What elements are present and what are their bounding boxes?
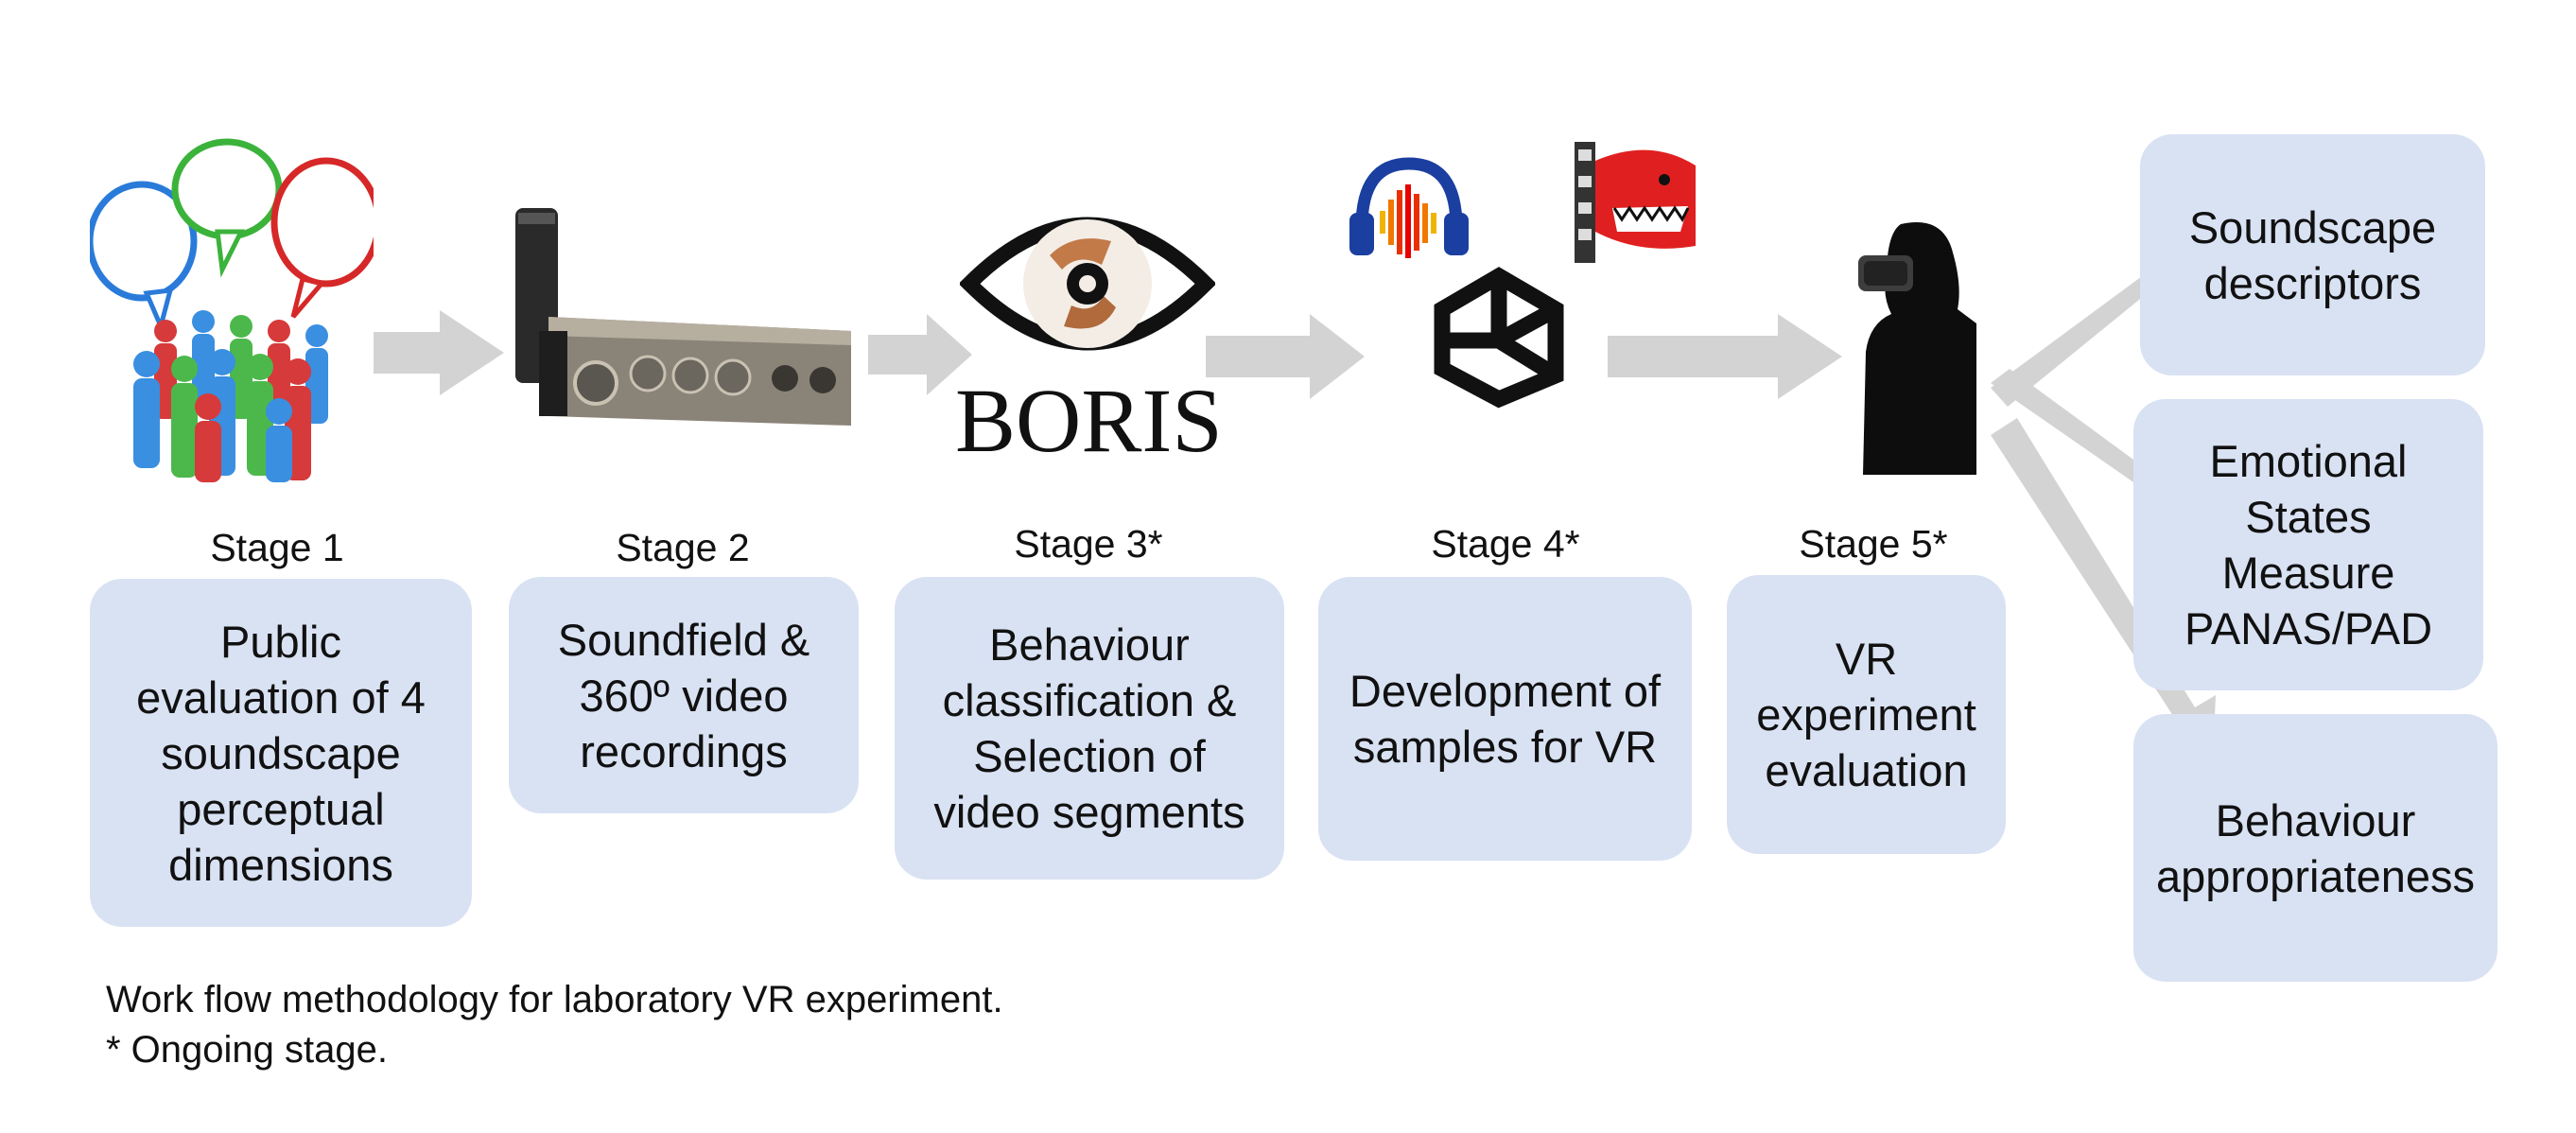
audacity-headphones-icon	[1349, 157, 1469, 258]
output-2-line-2: States	[2245, 492, 2372, 542]
stage-4-line-1: Development of	[1349, 666, 1662, 716]
unity-logo-icon	[1434, 267, 1564, 409]
stage-5-line-2: experiment	[1756, 689, 1976, 740]
stage-2-line-2: 360º video	[579, 670, 789, 721]
stage-label-5: Stage 5*	[1799, 522, 1948, 566]
flow-arrow-1	[374, 310, 504, 395]
stage-2-line-3: recordings	[580, 725, 788, 776]
figure-caption: Work flow methodology for laboratory VR …	[106, 979, 1003, 1020]
stage-1-line-4: perceptual	[177, 783, 385, 834]
stage-label-1: Stage 1	[210, 526, 344, 569]
output-2-line-1: Emotional	[2209, 436, 2408, 486]
stage-box-2: Soundfield & 360º video recordings	[509, 577, 859, 813]
boris-eye-logo	[960, 217, 1215, 351]
flow-arrow-2	[868, 314, 972, 395]
output-box-soundscape-descriptors: Soundscape descriptors	[2140, 134, 2485, 375]
stage-label-4: Stage 4*	[1431, 522, 1580, 566]
stage-box-1: Public evaluation of 4 soundscape percep…	[90, 579, 472, 927]
shark-video-icon	[1575, 142, 1697, 263]
stage-3-line-4: video segments	[933, 787, 1245, 837]
stage-box-4: Development of samples for VR	[1318, 577, 1692, 861]
output-3-line-1: Behaviour	[2215, 794, 2416, 845]
flow-arrow-4	[1608, 314, 1842, 399]
boris-logo-text: BORIS	[955, 370, 1223, 471]
stage-5-line-1: VR	[1835, 634, 1898, 684]
stage-1-line-2: evaluation of 4	[136, 671, 426, 723]
output-2-line-3: Measure	[2221, 548, 2395, 598]
stage-3-line-3: Selection of	[973, 731, 1206, 781]
stage-5-line-3: evaluation	[1765, 745, 1968, 795]
vr-headset-person-icon	[1858, 222, 1976, 475]
stage-box-5: VR experiment evaluation	[1727, 575, 2006, 854]
stage-label-3: Stage 3*	[1014, 522, 1163, 566]
output-1-line-2: descriptors	[2203, 257, 2422, 308]
output-3-line-2: appropriateness	[2155, 850, 2476, 901]
stage-1-line-1: Public	[219, 616, 341, 667]
stage-3-line-2: classification &	[942, 675, 1237, 725]
flow-arrow-3	[1206, 314, 1365, 399]
stage-3-line-1: Behaviour	[989, 619, 1190, 670]
audio-recorder-icon	[515, 208, 851, 426]
stage-2-line-1: Soundfield &	[557, 614, 810, 665]
stage-box-3: Behaviour classification & Selection of …	[895, 577, 1284, 880]
output-1-line-1: Soundscape	[2188, 201, 2437, 253]
stage-4-line-2: samples for VR	[1352, 722, 1658, 772]
output-box-behaviour-appropriateness: Behaviour appropriateness	[2133, 714, 2498, 982]
stage-label-2: Stage 2	[616, 526, 750, 569]
output-box-emotional-states: Emotional States Measure PANAS/PAD	[2133, 399, 2483, 690]
people-speech-bubbles-icon	[90, 138, 374, 482]
stage-1-line-5: dimensions	[168, 839, 393, 890]
stage-1-line-3: soundscape	[161, 727, 401, 778]
output-2-line-4: PANAS/PAD	[2184, 603, 2433, 654]
figure-footnote: * Ongoing stage.	[106, 1029, 388, 1071]
